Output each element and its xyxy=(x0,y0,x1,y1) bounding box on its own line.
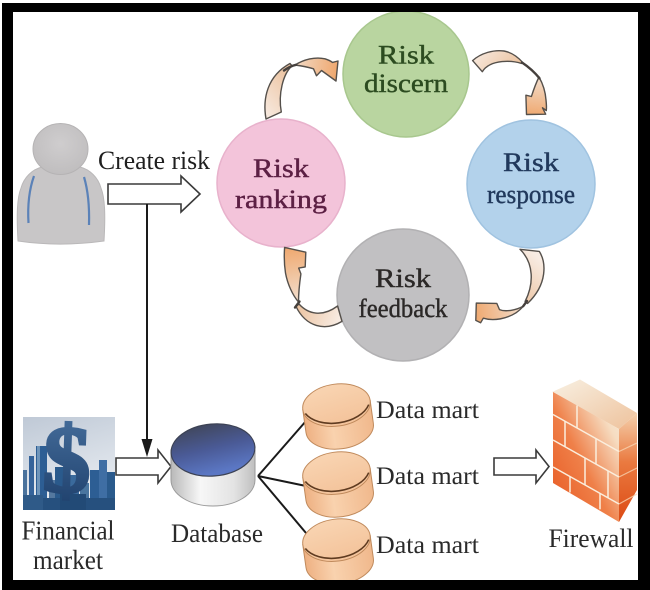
svg-text:Risk: Risk xyxy=(375,264,431,293)
svg-text:Data mart: Data mart xyxy=(376,532,479,559)
svg-text:feedback: feedback xyxy=(359,294,448,323)
svg-text:ranking: ranking xyxy=(235,185,327,214)
svg-text:Risk: Risk xyxy=(503,148,559,177)
svg-text:Firewall: Firewall xyxy=(549,524,634,553)
svg-text:Database: Database xyxy=(171,519,263,548)
svg-text:discern: discern xyxy=(364,69,448,98)
svg-text:response: response xyxy=(487,180,575,209)
svg-text:Financial: Financial xyxy=(22,516,115,546)
svg-text:Data mart: Data mart xyxy=(376,397,479,424)
svg-text:Risk: Risk xyxy=(253,154,309,183)
svg-text:Risk: Risk xyxy=(378,41,434,70)
svg-text:Data mart: Data mart xyxy=(376,463,479,490)
svg-text:Create risk: Create risk xyxy=(98,146,210,175)
svg-text:market: market xyxy=(33,545,103,575)
svg-text:$: $ xyxy=(41,405,93,514)
